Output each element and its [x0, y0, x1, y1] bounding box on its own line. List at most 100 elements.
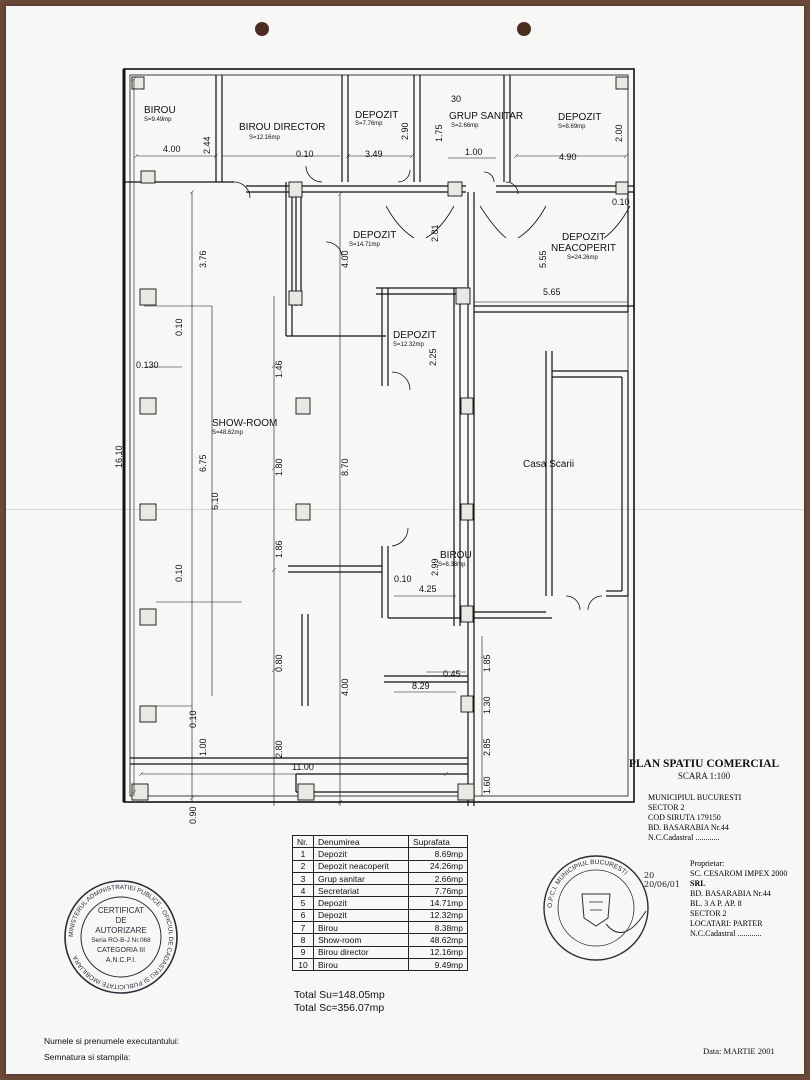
dim-5-65: 5.65	[543, 287, 561, 297]
total-su: Total Su=148.05mp	[294, 989, 385, 1001]
room-depozit-776-name: DEPOZIT	[355, 110, 398, 121]
stamp-left-line: CATEGORIA III	[96, 947, 146, 954]
address-block: MUNICIPIUL BUCURESTI SECTOR 2 COD SIRUTA…	[648, 793, 741, 843]
handwritten-date-line: 20/06/01	[644, 880, 680, 889]
dim-4-90: 4.90	[559, 152, 577, 162]
stamp-left-line: Seria RO-B-J Nr.068	[91, 937, 151, 944]
table-header-row: Nr. Denumirea Suprafata	[292, 834, 468, 849]
dim-30: 30	[451, 94, 461, 104]
dim-1-85: 1.85	[482, 654, 492, 672]
room-depozit-1471-area: S=14.71mp	[349, 242, 381, 248]
owner-line: LOCATARI: PARTER	[690, 919, 763, 928]
table-cell-name: Depozit	[313, 896, 409, 910]
table-cell-nr: 5	[292, 896, 314, 910]
totals-block: Total Su=148.05mp Total Sc=356.07mp	[294, 989, 385, 1015]
table-cell-nr: 2	[292, 859, 314, 873]
room-depozit-776-area: S=7.76mp	[355, 121, 383, 127]
table-cell-area: 12.32mp	[408, 908, 468, 923]
dim-2-80: 2.80	[274, 740, 284, 758]
table-cell-area: 7.76mp	[408, 884, 468, 898]
dim-1-86: 1.86	[274, 540, 284, 558]
room-depozit-869-area: S=8.69mp	[558, 124, 586, 130]
dimension-lines	[133, 79, 628, 806]
table-cell-nr: 10	[292, 957, 314, 972]
table-cell-name: Show-room	[313, 933, 409, 947]
dim-1-46: 1.46	[274, 360, 284, 378]
table-cell-nr: 4	[292, 884, 314, 898]
room-depozit-neacoperit-name1: DEPOZIT	[562, 232, 605, 243]
dim-0-45: 0.45	[443, 669, 461, 679]
executant-footer: Numele si prenumele executantului: Semna…	[44, 1033, 179, 1065]
stamp-left-line: AUTORIZARE	[95, 926, 147, 935]
room-birou-director-name: BIROU DIRECTOR	[239, 122, 326, 133]
columns	[131, 76, 629, 801]
room-labels: BIROU S=9.49mp BIROU DIRECTOR S=12.16mp …	[144, 105, 616, 568]
room-depozit-neacoperit-area: S=24.26mp	[567, 255, 599, 261]
table-cell-name: Grup sanitar	[313, 871, 409, 886]
total-sc: Total Sc=356.07mp	[294, 1002, 385, 1014]
stamp-left-line: CERTIFICAT	[97, 906, 145, 915]
dim-2-90: 2.90	[400, 122, 410, 140]
stamp-left-graphic	[64, 880, 178, 994]
dim-2-85: 2.85	[482, 738, 492, 756]
address-line: BD. BASARABIA Nr.44	[648, 823, 729, 832]
room-show-room-name: SHOW-ROOM	[212, 418, 277, 429]
punch-hole-right	[517, 22, 531, 36]
dim-1-75: 1.75	[434, 124, 444, 142]
title-block: PLAN SPATIU COMERCIAL SCARA 1:100	[614, 758, 804, 781]
dim-2-81: 2.81	[430, 224, 440, 242]
stamp-left-line: DE	[115, 916, 127, 925]
room-depozit-1232-area: S=12.32mp	[393, 342, 425, 348]
signature-label: Semnatura si stampila:	[44, 1052, 131, 1062]
dim-1-80: 1.80	[274, 458, 284, 476]
stamp-right-ring-text: O.P.C.I. MUNICIPIUL BUCURESTI	[547, 859, 629, 908]
table-header-name: Denumirea	[313, 834, 409, 849]
room-casa-scarii-name: Casa Scarii	[523, 459, 574, 470]
dimension-ticks	[131, 76, 629, 805]
room-depozit-869-name: DEPOZIT	[558, 112, 601, 123]
owner-block: Proprietar: SC. CESAROM IMPEX 2000 SRL B…	[690, 859, 787, 939]
dim-0-90: 0.90	[188, 806, 198, 824]
plan-title: PLAN SPATIU COMERCIAL	[628, 758, 780, 770]
dim-3-49: 3.49	[365, 149, 383, 159]
table-cell-name: Birou	[313, 921, 409, 935]
dim-3-76: 3.76	[198, 250, 208, 268]
table-cell-name: Depozit	[313, 847, 409, 861]
table-header-nr: Nr.	[292, 834, 314, 849]
handwritten-date-line: 20	[644, 871, 655, 880]
dim-0-10-a: 0.10	[174, 318, 184, 336]
table-cell-nr: 1	[292, 847, 314, 861]
dim-2-25: 2.25	[428, 348, 438, 366]
dim-0-10-top: 0.10	[296, 149, 314, 159]
dim-0-10-b: 0.10	[174, 564, 184, 582]
plan-date: Data: MARTIE 2001	[703, 1046, 775, 1056]
executant-name-label: Numele si prenumele executantului:	[44, 1036, 180, 1046]
table-cell-nr: 7	[292, 921, 314, 935]
dimension-labels: 4.00 2.44 0.10 3.49 2.90 1.75 1.00 4.90 …	[114, 94, 630, 824]
table-cell-nr: 3	[292, 871, 314, 886]
table-cell-nr: 8	[292, 933, 314, 947]
owner-line: Proprietar:	[690, 859, 725, 868]
table-cell-area: 14.71mp	[408, 896, 468, 910]
table-cell-name: Birou director	[313, 945, 409, 959]
dim-0-130: 0.130	[136, 360, 159, 370]
exterior-walls	[122, 68, 635, 803]
owner-line: SRL	[690, 879, 706, 888]
table-cell-area: 48.62mp	[408, 933, 468, 947]
room-grup-sanitar-name: GRUP SANITAR	[449, 111, 523, 122]
dim-4-00-top: 4.00	[163, 144, 181, 154]
room-birou-838-name: BIROU	[440, 550, 472, 561]
dim-11-00: 11.00	[292, 762, 314, 772]
address-line: COD SIRUTA 179150	[648, 813, 721, 822]
table-cell-area: 8.38mp	[408, 921, 468, 935]
dim-8-70: 8.70	[340, 458, 350, 476]
paper-fold-line	[6, 509, 804, 510]
dim-4-00-lower: 4.00	[340, 678, 350, 696]
